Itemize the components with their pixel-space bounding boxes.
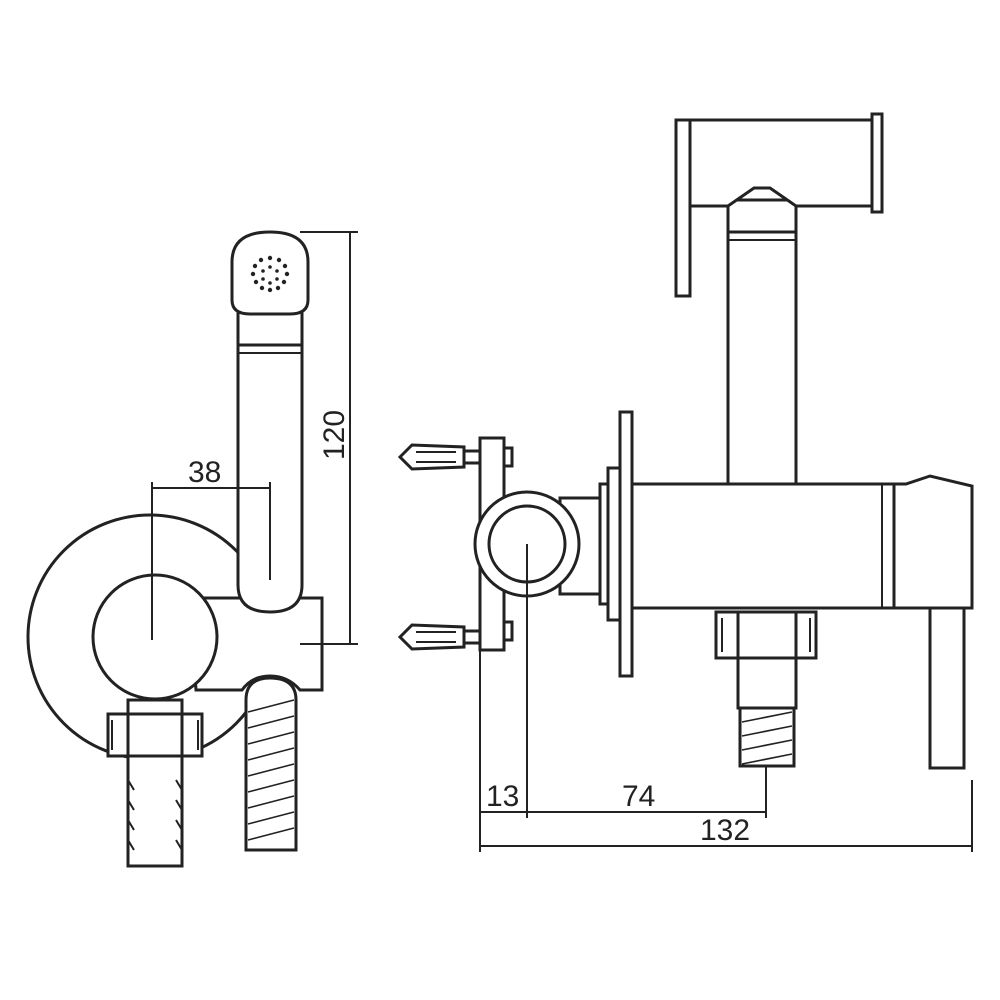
- holder-bracket: [188, 596, 324, 692]
- valve-body: [630, 482, 896, 610]
- hose-braid: [247, 699, 295, 841]
- front-view: [26, 230, 324, 868]
- side-view: [397, 112, 974, 818]
- dimension-120: 120: [300, 231, 358, 645]
- dim-13-label: 13: [486, 780, 519, 813]
- braided-hose: [244, 676, 298, 852]
- supply-nut: [106, 712, 204, 758]
- pipe-thread: [127, 779, 183, 851]
- wall-flange: [618, 410, 634, 678]
- dimension-13-74: 13 74: [479, 650, 766, 852]
- outlet-nut: [714, 610, 818, 710]
- side-hose-braid: [741, 711, 793, 765]
- wall-anchor-top: [397, 443, 482, 471]
- dim-120-label: 120: [318, 410, 351, 460]
- hand-shower-tube: [236, 300, 304, 614]
- lever-handle: [892, 474, 974, 770]
- wall-anchor-bottom: [397, 623, 482, 651]
- side-braided-hose: [738, 706, 796, 768]
- valve-knob: [91, 573, 219, 701]
- side-shower-head: [674, 112, 884, 298]
- shower-head: [230, 230, 310, 316]
- dim-132-label: 132: [700, 814, 750, 847]
- side-shower-tube: [726, 198, 798, 486]
- spray-nozzles: [250, 255, 290, 293]
- dimension-38: 38: [152, 456, 270, 489]
- dimension-132: 132: [480, 780, 973, 852]
- dim-38-label: 38: [188, 456, 221, 489]
- dim-74-label: 74: [622, 780, 655, 813]
